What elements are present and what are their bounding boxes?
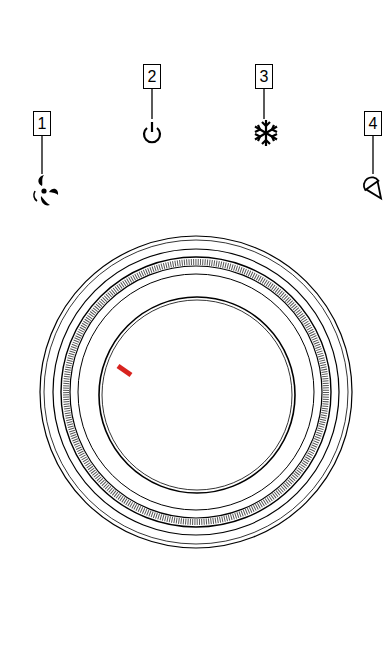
callout-box: 3 — [255, 64, 273, 89]
callout-box: 4 — [364, 111, 382, 136]
fan-symbol — [34, 175, 58, 205]
power-symbol — [144, 122, 160, 142]
ice-cream-symbol — [361, 174, 388, 203]
callout-number: 4 — [369, 115, 378, 133]
knob — [40, 236, 352, 548]
callout-number: 1 — [38, 115, 47, 133]
callout-number: 2 — [148, 68, 157, 86]
leader-lines — [42, 89, 373, 174]
callout-box: 1 — [33, 111, 51, 136]
callout-box: 2 — [143, 64, 161, 89]
snowflake-symbol — [255, 120, 277, 146]
callout-number: 3 — [260, 68, 269, 86]
position-marker — [118, 366, 131, 375]
